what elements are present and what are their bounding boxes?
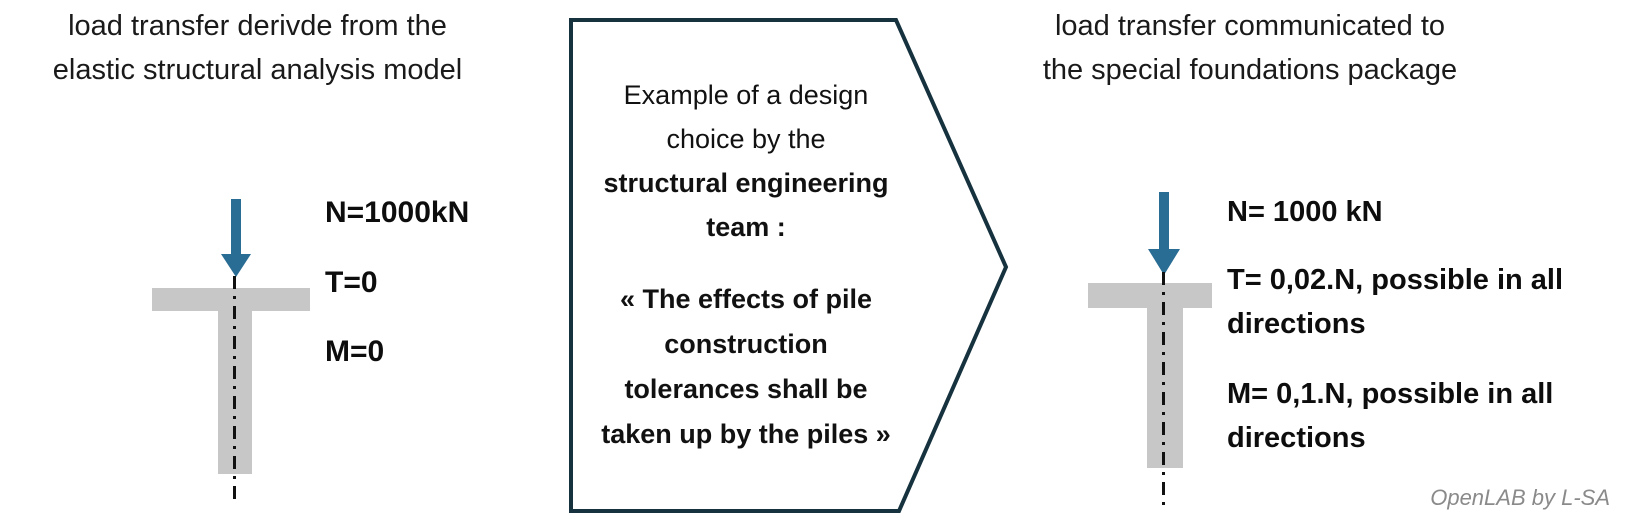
right-load-label-t: T= 0,02.N, possible in all directions [1227,258,1563,346]
right-pile-shaft [1147,308,1183,468]
callout-quote-text: « The effects of pile construction toler… [566,277,926,457]
right-load-label-m-line-1: M= 0,1.N, possible in all [1227,378,1554,410]
right-load-label-m-line-2: directions [1227,422,1366,454]
left-load-arrow-icon [231,199,241,254]
callout-quote-line-4: taken up by the piles » [601,419,891,449]
left-panel-title: load transfer derivde from the elastic s… [20,4,495,92]
callout-quote-line-2: construction [664,329,828,359]
left-load-arrowhead-icon [221,254,251,280]
left-panel-title-line-1: load transfer derivde from the [68,10,447,42]
left-pile-cap [152,288,310,311]
right-pile-cap [1088,283,1212,308]
watermark-openlab: OpenLAB by L-SA [1430,485,1610,510]
callout-intro-line-1: Example of a design [623,80,869,110]
right-load-label-t-line-2: directions [1227,308,1366,340]
callout-intro-text: Example of a design choice by the struct… [566,73,926,249]
right-load-label-t-line-1: T= 0,02.N, possible in all [1227,264,1564,296]
right-load-arrow-icon [1159,192,1169,249]
right-panel-title-line-2: the special foundations package [1042,54,1458,86]
left-load-label-t: T=0 [325,266,378,299]
left-pile-centerline [233,276,236,502]
left-panel-title-line-2: elastic structural analysis model [52,54,463,86]
callout-intro-bold-line-1: structural engineering [603,168,889,198]
callout-intro-bold-line-2: team : [706,212,786,242]
right-load-label-m: M= 0,1.N, possible in all directions [1227,372,1553,460]
left-load-label-m: M=0 [325,335,385,368]
left-load-label-n: N=1000kN [325,196,470,229]
callout-intro-line-2: choice by the [666,124,826,154]
callout-pentagon-outline [569,18,1009,513]
right-pile-centerline [1162,272,1165,505]
right-load-arrowhead-icon [1148,249,1180,278]
callout-quote-line-1: « The effects of pile [619,284,873,314]
right-panel-title: load transfer communicated to the specia… [1026,4,1474,92]
right-panel-title-line-1: load transfer communicated to [1054,10,1446,42]
callout-quote-line-3: tolerances shall be [624,374,868,404]
right-load-label-n: N= 1000 kN [1227,196,1383,228]
